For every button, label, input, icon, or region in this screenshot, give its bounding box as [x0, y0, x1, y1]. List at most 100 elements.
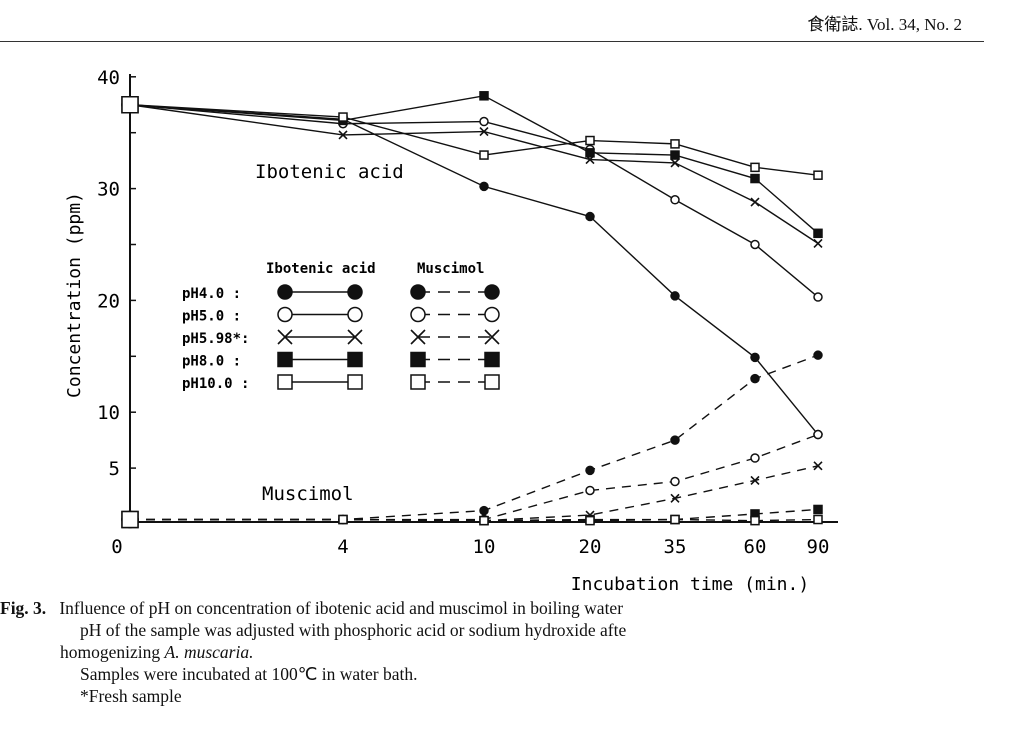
data-point: [750, 197, 760, 207]
y-tick-label: 40: [97, 67, 120, 89]
marker-filled-circle: [277, 284, 293, 300]
data-point: [121, 96, 139, 114]
marker-filled-square: [277, 351, 293, 368]
data-point: [670, 139, 680, 149]
data-point: [670, 195, 680, 205]
x-tick-label: 4: [337, 536, 348, 558]
marker-open-square: [410, 374, 426, 390]
marker-cross: [410, 329, 426, 345]
data-point: [479, 116, 489, 127]
marker-open-circle: [347, 306, 363, 323]
annotation-ibotenic: Ibotenic acid: [255, 161, 404, 183]
marker-open-circle: [277, 306, 293, 323]
species-name: A. muscaria.: [164, 642, 254, 662]
header-rule: [0, 41, 984, 42]
data-point: [813, 292, 823, 302]
marker-open-square: [277, 374, 293, 390]
data-point: [813, 238, 823, 248]
data-point: [338, 514, 348, 525]
data-point: [750, 162, 760, 173]
caption-line: Samples were incubated at 100℃ in water …: [80, 664, 418, 684]
data-point: [670, 291, 680, 301]
data-point: [813, 514, 823, 525]
data-point: [813, 350, 823, 360]
x-tick-label: 10: [473, 536, 496, 558]
data-point: [585, 211, 595, 222]
x-tick-label: 60: [744, 536, 767, 558]
legend-label: pH5.98*:: [182, 331, 249, 347]
data-point: [813, 429, 823, 440]
caption-line: homogenizing: [60, 642, 165, 662]
data-point: [585, 135, 595, 146]
legend-label: pH10.0 :: [182, 376, 249, 392]
data-point: [479, 127, 489, 137]
figure-caption: Fig. 3. Influence of pH on concentration…: [0, 597, 626, 707]
marker-filled-circle: [484, 284, 500, 300]
series-line: [130, 433, 819, 521]
data-point: [670, 150, 680, 160]
data-point: [585, 148, 595, 158]
data-point: [750, 515, 760, 526]
marker-filled-circle: [347, 284, 363, 300]
marker-cross: [277, 329, 293, 345]
x-axis-label: Incubation time (min.): [571, 574, 809, 595]
journal-header: 食衛誌. Vol. 34, No. 2: [807, 15, 962, 34]
marker-cross: [347, 329, 363, 345]
series-line: [129, 95, 819, 234]
data-point: [670, 493, 680, 503]
data-point: [585, 515, 595, 526]
data-point: [479, 91, 489, 101]
data-point: [813, 461, 823, 471]
data-point: [670, 514, 680, 525]
marker-filled-circle: [410, 284, 426, 300]
marker-filled-square: [410, 351, 426, 368]
series-line: [130, 465, 819, 522]
legend-label: pH4.0 :: [182, 286, 241, 302]
data-point: [338, 130, 348, 140]
fig-label: Fig. 3.: [0, 598, 47, 618]
data-point: [750, 475, 760, 485]
y-axis-label: Concentration (ppm): [64, 192, 85, 398]
marker-filled-square: [484, 351, 500, 368]
y-tick-label: 5: [109, 458, 120, 480]
marker-open-circle: [410, 306, 426, 323]
data-point: [670, 476, 680, 487]
legend-header-muscimol: Muscimol: [417, 261, 484, 277]
data-point: [585, 465, 595, 476]
data-point: [670, 435, 680, 445]
marker-cross: [484, 329, 500, 345]
series-line: [129, 104, 819, 176]
legend-label: pH8.0 :: [182, 354, 241, 370]
data-point: [479, 515, 489, 526]
marker-open-square: [347, 374, 363, 390]
data-point: [750, 453, 760, 463]
y-tick-label: 20: [97, 290, 120, 312]
marker-open-square: [484, 374, 500, 390]
data-point: [750, 373, 760, 384]
data-point: [121, 510, 139, 529]
legend-header-ibotenic: Ibotenic acid: [266, 261, 376, 277]
data-point: [813, 228, 823, 239]
marker-filled-square: [347, 351, 363, 368]
x-tick-label: 0: [111, 536, 122, 558]
x-tick-label: 90: [807, 536, 830, 558]
legend-label: pH5.0 :: [182, 309, 241, 325]
data-point: [670, 158, 680, 168]
caption-line: pH of the sample was adjusted with phosp…: [80, 620, 627, 640]
data-point: [479, 150, 489, 160]
caption-line: *Fresh sample: [80, 686, 182, 706]
data-point: [479, 181, 489, 192]
data-point: [750, 239, 760, 250]
annotation-muscimol: Muscimol: [262, 483, 354, 505]
caption-line: Influence of pH on concentration of ibot…: [59, 598, 624, 618]
data-point: [338, 112, 348, 122]
x-tick-label: 35: [664, 536, 687, 558]
y-tick-label: 10: [97, 402, 120, 424]
data-point: [750, 173, 760, 184]
x-tick-label: 20: [579, 536, 602, 558]
data-point: [585, 485, 595, 496]
marker-open-circle: [484, 306, 500, 323]
data-point: [479, 505, 489, 516]
data-point: [750, 352, 760, 363]
